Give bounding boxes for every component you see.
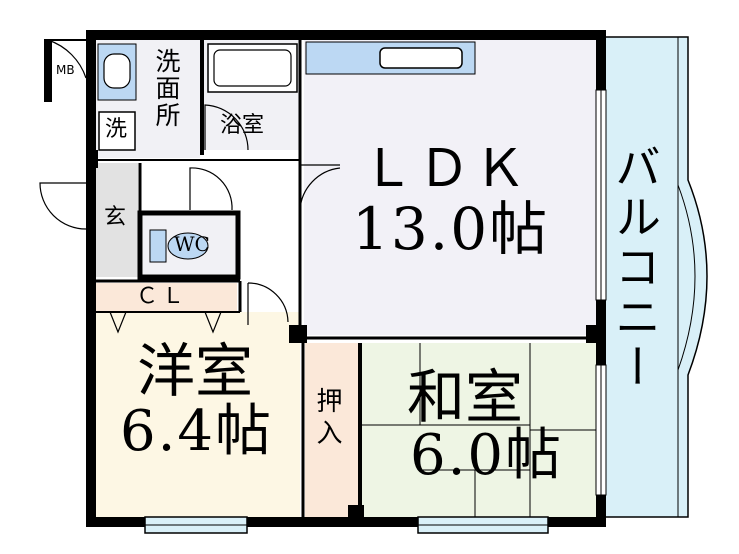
meter-box-wall xyxy=(44,40,52,102)
washroom-label: 洗面所 xyxy=(152,48,181,129)
kitchen-counter xyxy=(305,41,476,75)
ldk-size-label: 13.0帖 xyxy=(352,195,550,263)
toilet-fixture xyxy=(149,229,209,263)
meter-box-label: MB xyxy=(56,63,75,77)
ldk-floor xyxy=(304,40,600,335)
balcony-bay-inner xyxy=(677,184,696,371)
washbasin xyxy=(97,43,137,101)
closet-floor xyxy=(96,283,237,311)
bathtub xyxy=(207,43,298,93)
entrance-floor xyxy=(96,163,138,277)
western-room-size-label: 6.4帖 xyxy=(120,399,274,464)
closet-label: ＣＬ xyxy=(136,284,189,309)
balcony-label: バルコニー xyxy=(608,143,662,393)
oshiire-label: 押入 xyxy=(312,387,342,451)
washer-label: 洗 xyxy=(105,117,128,142)
interior-partitions xyxy=(96,40,600,517)
entrance-label: 玄 xyxy=(104,205,127,230)
oshiire-floor xyxy=(305,343,358,517)
bath-label: 浴室 xyxy=(220,113,265,138)
tatami-lines xyxy=(362,343,600,517)
japanese-room-size-label: 6.0帖 xyxy=(410,423,564,488)
washer-box xyxy=(98,111,136,151)
toilet-label: WC xyxy=(174,232,210,256)
japanese-room-name-label: 和室 xyxy=(407,363,524,431)
balcony-windows xyxy=(595,89,607,496)
bottom-windows xyxy=(144,516,549,534)
western-room-floor xyxy=(96,312,300,517)
western-room-name-label: 洋室 xyxy=(137,337,254,405)
ldk-name-label: ＬＤＫ xyxy=(362,139,531,199)
balcony-area xyxy=(604,36,708,518)
